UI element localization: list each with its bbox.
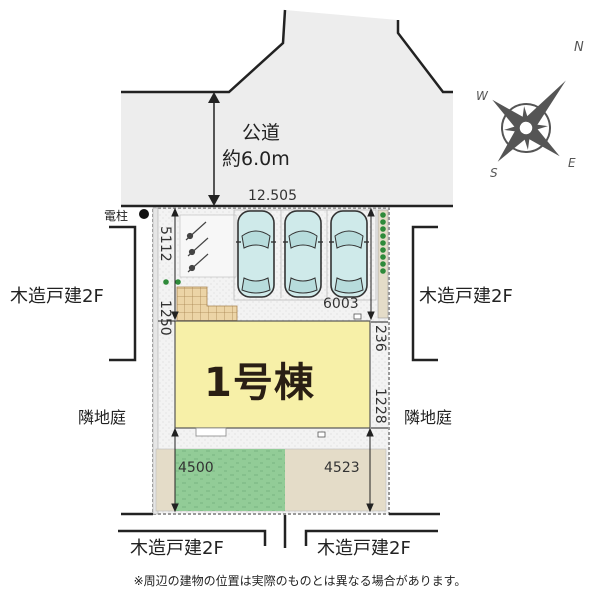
neighbor-right: 木造戸建2F bbox=[419, 286, 513, 307]
compass-south-label: S bbox=[490, 166, 498, 180]
neighbor-brackets bbox=[109, 225, 440, 548]
public-road bbox=[121, 9, 453, 208]
disclaimer-note: ※周辺の建物の位置は実際のものとは異なる場合があります。 bbox=[133, 574, 467, 588]
bicycle-parking bbox=[179, 214, 237, 278]
building-1 bbox=[174, 313, 371, 438]
car-3 bbox=[329, 210, 369, 298]
road-width-arrow bbox=[208, 92, 220, 206]
neighbor-left: 木造戸建2F bbox=[10, 286, 104, 307]
dim-left-front: 5112 bbox=[157, 226, 173, 262]
utility-pole-label: 電柱 bbox=[104, 209, 129, 223]
frontage-dimension: 12.505 bbox=[248, 188, 297, 204]
neighbor-bottom-left: 木造戸建2F bbox=[130, 538, 224, 559]
hedge bbox=[163, 212, 386, 285]
dim-right-top: 236 bbox=[372, 325, 388, 352]
road-name: 公道 bbox=[242, 122, 281, 144]
compass-north-label: N bbox=[574, 40, 584, 55]
car-1 bbox=[236, 210, 276, 298]
building-label: 1号棟 bbox=[204, 360, 315, 406]
compass-west-label: W bbox=[476, 89, 488, 103]
utility-pole-icon bbox=[139, 209, 149, 219]
dim-right-bottom: 1228 bbox=[372, 388, 388, 424]
dim-left-side: 1250 bbox=[157, 300, 173, 336]
neighbor-bottom-right: 木造戸建2F bbox=[317, 538, 411, 559]
car-2 bbox=[283, 210, 323, 298]
compass-east-label: E bbox=[568, 156, 576, 170]
compass-rose-icon bbox=[492, 80, 566, 162]
dim-rear-left: 4500 bbox=[178, 460, 214, 476]
road-width: 約6.0m bbox=[222, 148, 290, 170]
parking-area bbox=[233, 209, 377, 301]
neighbor-garden-right: 隣地庭 bbox=[404, 408, 453, 427]
dim-rear-right: 4523 bbox=[324, 460, 360, 476]
dimension-lines bbox=[158, 207, 388, 513]
rear-yard bbox=[155, 448, 387, 512]
neighbor-garden-left: 隣地庭 bbox=[78, 408, 127, 427]
dim-parking-depth: 6003 bbox=[323, 296, 359, 312]
